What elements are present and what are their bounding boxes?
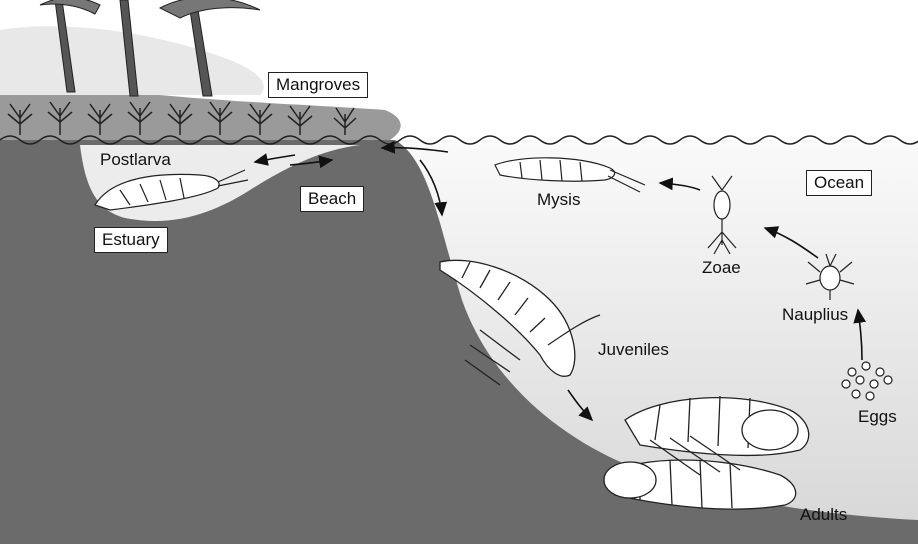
zoae-label: Zoae (702, 258, 741, 278)
beach-label: Beach (300, 186, 364, 212)
juveniles-label: Juveniles (598, 340, 669, 360)
postlarva-label: Postlarva (100, 150, 171, 170)
ocean-label: Ocean (806, 170, 872, 196)
estuary-label: Estuary (94, 227, 168, 253)
eggs-label: Eggs (858, 407, 897, 427)
mangroves-label: Mangroves (268, 72, 368, 98)
mysis-label: Mysis (537, 190, 580, 210)
nauplius-label: Nauplius (782, 305, 848, 325)
adults-label: Adults (800, 505, 847, 525)
